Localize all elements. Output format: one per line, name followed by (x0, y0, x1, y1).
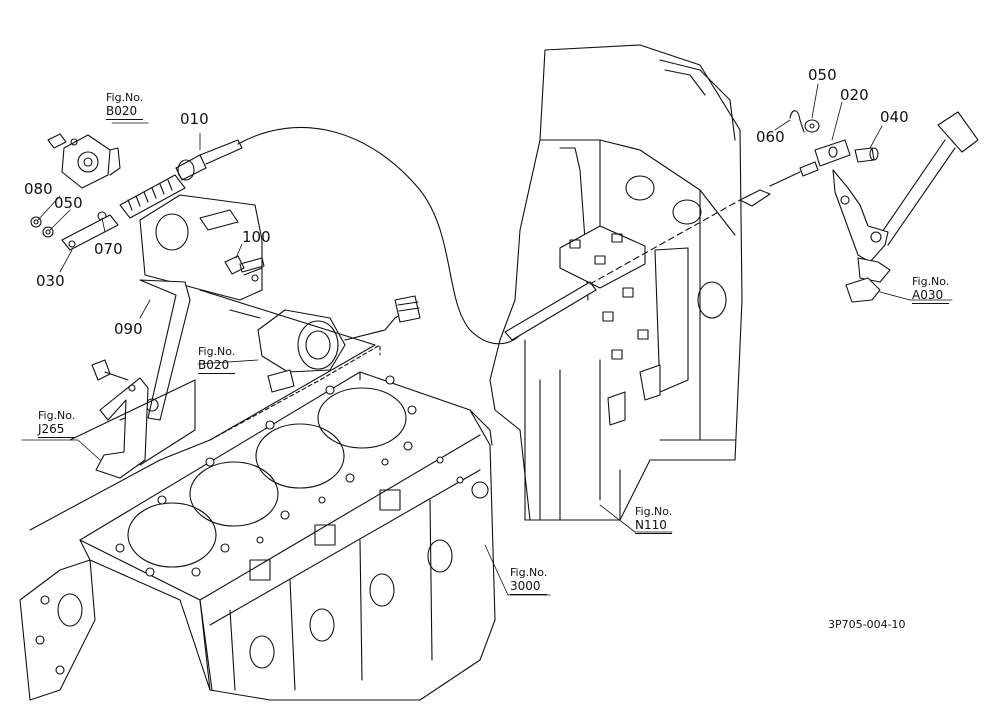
callout-100[interactable]: 100 (242, 228, 271, 246)
figref-label: Fig.No. (510, 566, 548, 579)
stop-solenoid (199, 289, 421, 441)
document-code: 3P705-004-10 (828, 618, 906, 631)
cable-end-fitting (119, 139, 243, 219)
callout-050-right[interactable]: 050 (808, 66, 837, 84)
figref-j265[interactable]: Fig.No. J265 (38, 409, 76, 439)
callout-090[interactable]: 090 (114, 320, 143, 338)
callout-070[interactable]: 070 (94, 240, 123, 258)
callout-010[interactable]: 010 (180, 110, 209, 128)
clevis-assembly (789, 110, 879, 167)
frame-housing (489, 44, 743, 521)
callout-030[interactable]: 030 (36, 272, 65, 290)
figref-label: Fig.No. (635, 505, 673, 518)
figref-label: Fig.No. (106, 91, 144, 104)
callout-040[interactable]: 040 (880, 108, 909, 126)
leader-lines (21, 83, 953, 596)
pedal-lever (832, 111, 979, 303)
engine-block (19, 371, 496, 701)
small-hardware (30, 211, 119, 251)
throttle-cable (237, 126, 819, 345)
figref-b020-lower[interactable]: Fig.No. B020 (198, 345, 236, 375)
figref-b020-upper[interactable]: Fig.No. B020 (106, 91, 144, 121)
figref-3000[interactable]: Fig.No. 3000 (510, 566, 548, 596)
figref-label: Fig.No. (912, 275, 950, 288)
figref-number: J265 (38, 422, 76, 439)
callout-080[interactable]: 080 (24, 180, 53, 198)
figref-number: A030 (912, 288, 950, 305)
figref-label: Fig.No. (38, 409, 76, 422)
bolt-100 (224, 255, 265, 275)
figref-a030[interactable]: Fig.No. A030 (912, 275, 950, 305)
figref-n110[interactable]: Fig.No. N110 (635, 505, 673, 535)
figref-number: 3000 (510, 579, 548, 596)
callout-020[interactable]: 020 (840, 86, 869, 104)
figref-number: B020 (106, 104, 144, 121)
figref-number: N110 (635, 518, 673, 535)
mounting-plate (559, 225, 689, 426)
callout-060[interactable]: 060 (756, 128, 785, 146)
upper-connector (47, 133, 121, 189)
bracket-j265 (69, 359, 196, 479)
callout-050-left[interactable]: 050 (54, 194, 83, 212)
figref-label: Fig.No. (198, 345, 236, 358)
figref-number: B020 (198, 358, 236, 375)
